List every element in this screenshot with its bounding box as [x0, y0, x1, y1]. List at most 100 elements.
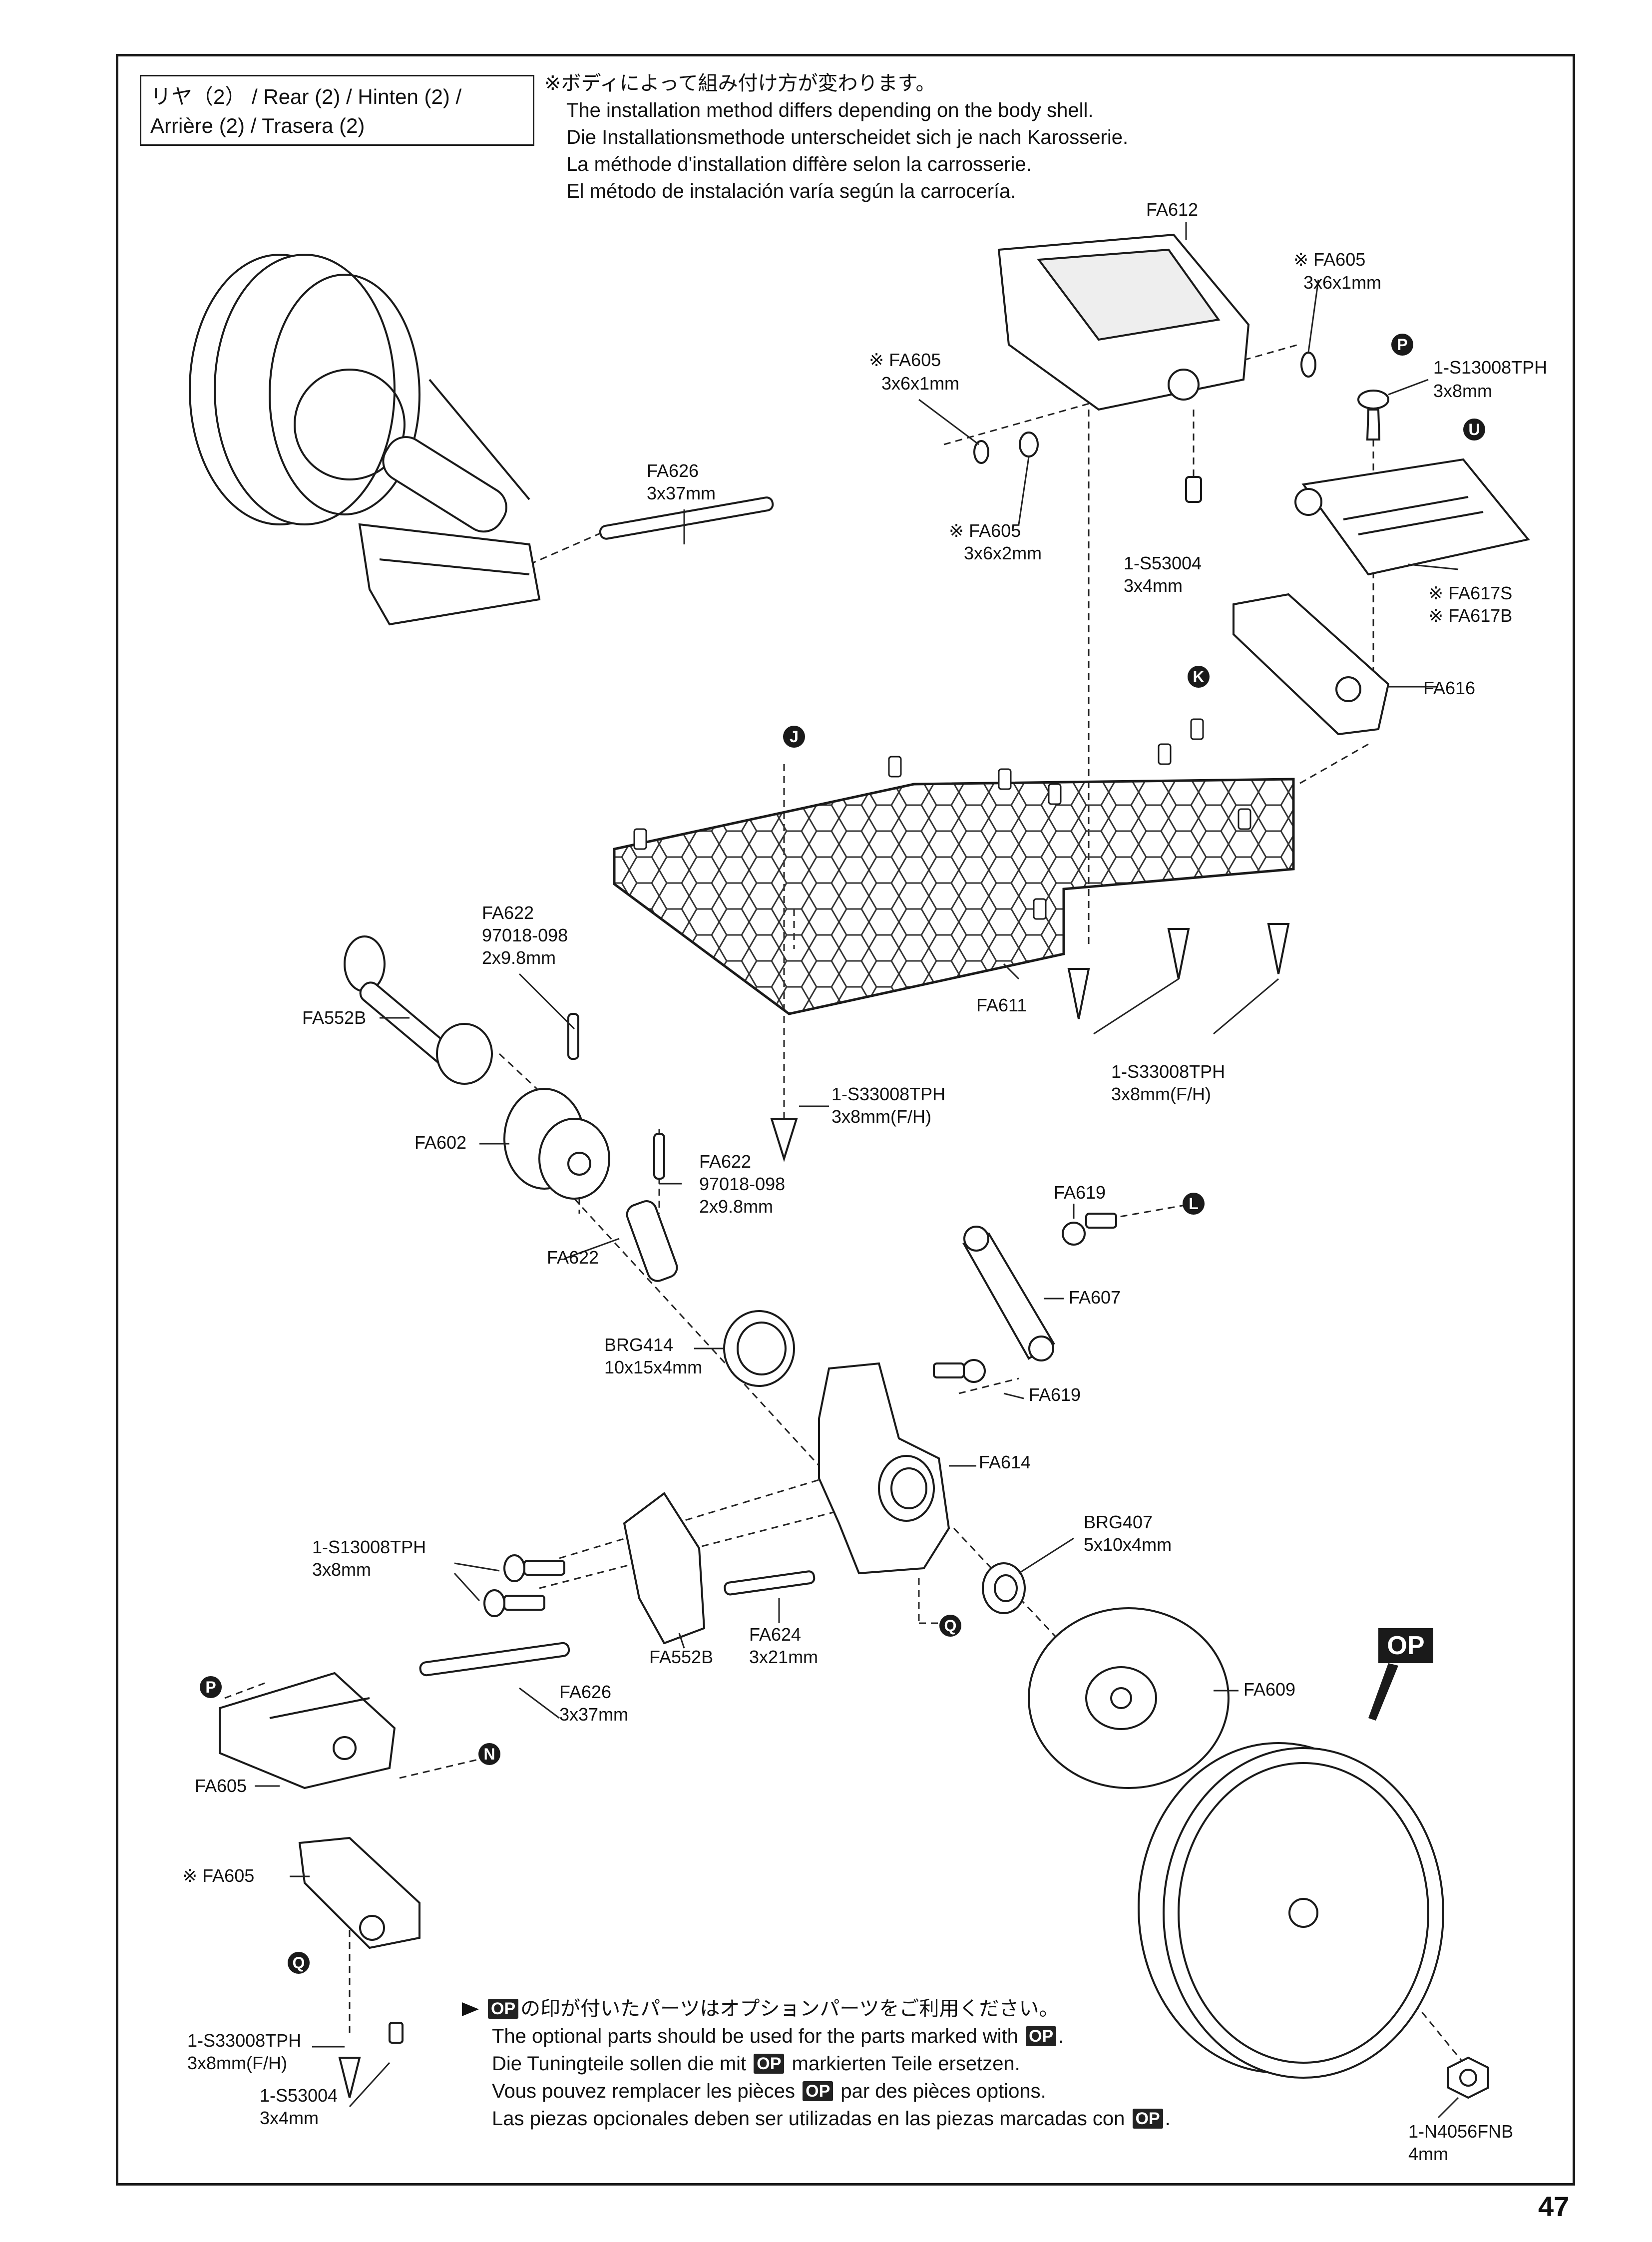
- label-fa552b-bottom: FA552B: [649, 1647, 713, 1667]
- label-n4056-size: 4mm: [1408, 2144, 1448, 2164]
- fa616-block: [1233, 593, 1390, 736]
- label-fa605-left2-size: 3x6x2mm: [964, 543, 1042, 563]
- label-fa605-left2: ※ FA605: [949, 520, 1021, 541]
- op-badge-icon: OP: [488, 1999, 519, 2019]
- op-callout-text: OP: [1387, 1631, 1424, 1660]
- rear-wheel-assembly: [189, 254, 541, 626]
- label-fa617b: ※ FA617B: [1428, 605, 1512, 626]
- label-s33008-right: 1-S33008TPH: [1111, 1061, 1225, 1082]
- label-s53004-bottom-size: 3x4mm: [260, 2108, 319, 2128]
- label-fa619-top: FA619: [1054, 1182, 1106, 1203]
- op-callout: OP: [1368, 1628, 1433, 1721]
- marker-j: J: [783, 726, 805, 748]
- fa611-honeycomb-plate: [613, 718, 1295, 1015]
- fa605-lower-arm: [219, 1672, 396, 1790]
- label-fa622-b-size: 2x9.8mm: [699, 1196, 773, 1217]
- fa626-bottom-pin: [419, 1642, 570, 1677]
- section-title-line1: リヤ（2） / Rear (2) / Hinten (2) /: [150, 85, 462, 108]
- arrow-right-icon: [462, 2002, 479, 2016]
- notice-jp: ※ボディによって組み付け方が変わります。: [544, 72, 936, 94]
- svg-text:L: L: [1189, 1195, 1199, 1213]
- bottom-screws: [338, 2022, 404, 2098]
- label-s33008-right-size: 3x8mm(F/H): [1111, 1084, 1211, 1104]
- marker-u: U: [1463, 419, 1485, 441]
- fa605-optional-mount: [298, 1836, 420, 1949]
- small-hardware-top: [973, 352, 1389, 503]
- label-fa605-bottom-opt: ※ FA605: [182, 1865, 254, 1886]
- label-fa612: FA612: [1146, 199, 1198, 220]
- label-leader-lines: [255, 222, 1459, 2119]
- rear-tire: [1138, 1742, 1444, 2079]
- section-title-line2: Arrière (2) / Trasera (2): [150, 114, 365, 137]
- label-s13008-top-size: 3x8mm: [1433, 381, 1492, 401]
- label-fa622-a-code: 97018-098: [482, 925, 568, 945]
- label-fa622-a-size: 2x9.8mm: [482, 947, 556, 968]
- label-fa622-b-code: 97018-098: [699, 1174, 785, 1194]
- label-s13008-bottom-size: 3x8mm: [312, 1559, 371, 1580]
- marker-p-top: P: [1391, 334, 1413, 356]
- part-labels: FA612 ※ FA605 3x6x1mm 1-S13008TPH 3x8mm …: [182, 199, 1547, 2164]
- label-fa626-top: FA626: [647, 460, 699, 481]
- label-brg407: BRG407: [1084, 1512, 1153, 1532]
- label-brg414: BRG414: [604, 1335, 673, 1355]
- installation-notice: ※ボディによって組み付け方が変わります。 The installation me…: [544, 70, 1128, 205]
- label-fa602: FA602: [414, 1132, 466, 1153]
- section-title-box: リヤ（2） / Rear (2) / Hinten (2) / Arrière …: [140, 75, 534, 146]
- note-fr: Vous pouvez remplacer les pièces: [492, 2080, 795, 2102]
- label-s53004-bottom: 1-S53004: [260, 2085, 338, 2106]
- label-fa626-bottom-size: 3x37mm: [559, 1704, 628, 1725]
- label-s33008-mid-size: 3x8mm(F/H): [831, 1106, 931, 1127]
- n4056-nut: [1447, 2056, 1489, 2099]
- fa602-cup: [503, 1088, 610, 1200]
- label-fa611: FA611: [976, 995, 1027, 1015]
- label-fa622-c: FA622: [547, 1247, 599, 1268]
- note-es-row: Las piezas opcionales deben ser utilizad…: [492, 2105, 1171, 2133]
- label-fa605-left1: ※ FA605: [869, 350, 941, 370]
- brg414-bearing: [723, 1310, 795, 1387]
- label-s53004-top-size: 3x4mm: [1124, 575, 1183, 596]
- svg-text:K: K: [1193, 668, 1204, 686]
- svg-text:P: P: [205, 1678, 216, 1696]
- label-s13008-top: 1-S13008TPH: [1433, 357, 1547, 378]
- label-s33008-bottom: 1-S33008TPH: [187, 2030, 301, 2051]
- marker-n: N: [478, 1743, 500, 1765]
- label-fa605-bottom: FA605: [195, 1776, 247, 1796]
- label-fa605-top-right: ※ FA605: [1293, 249, 1365, 270]
- note-de-row: Die Tuningteile sollen die mit OP markie…: [492, 2050, 1171, 2078]
- marker-k: K: [1188, 666, 1210, 688]
- label-fa624: FA624: [749, 1624, 801, 1645]
- note-en-row: The optional parts should be used for th…: [492, 2023, 1171, 2050]
- svg-text:N: N: [483, 1745, 495, 1763]
- notice-de: Die Installationsmethode unterscheidet s…: [566, 126, 1129, 148]
- label-s13008-bottom: 1-S13008TPH: [312, 1537, 426, 1557]
- label-n4056: 1-N4056FNB: [1408, 2121, 1513, 2142]
- label-fa626-bottom: FA626: [559, 1682, 611, 1702]
- note-es: Las piezas opcionales deben ser utilizad…: [492, 2108, 1125, 2130]
- label-fa617s: ※ FA617S: [1428, 583, 1512, 603]
- page-number: 47: [1538, 2191, 1570, 2222]
- notice-es: El método de instalación varía según la …: [566, 180, 1016, 202]
- fa626-top-pin: [599, 496, 774, 540]
- fa552b-pad: [623, 1492, 706, 1645]
- svg-text:Q: Q: [944, 1617, 957, 1635]
- svg-text:Q: Q: [293, 1954, 305, 1972]
- fa614-knuckle: [818, 1362, 950, 1575]
- op-badge-icon: OP: [1132, 2109, 1163, 2129]
- page-frame: [116, 54, 1575, 2186]
- label-brg407-size: 5x10x4mm: [1084, 1534, 1172, 1555]
- fa612-block: [997, 233, 1250, 411]
- fa609-brake-disc: [1028, 1607, 1230, 1789]
- svg-text:P: P: [1397, 336, 1407, 354]
- label-fa552b-top: FA552B: [302, 1007, 366, 1028]
- fa552b-driveshaft: [344, 935, 493, 1085]
- s13008-screws-bottom: [483, 1554, 565, 1617]
- op-badge-icon: OP: [754, 2054, 785, 2074]
- note-jp: の印が付いたパーツはオプションパーツをご利用ください。: [520, 1998, 1059, 2020]
- fa607-link: [962, 1226, 1055, 1361]
- op-badge-icon: OP: [1026, 2026, 1057, 2046]
- marker-l: L: [1183, 1193, 1205, 1215]
- label-fa605-left1-size: 3x6x1mm: [881, 373, 959, 394]
